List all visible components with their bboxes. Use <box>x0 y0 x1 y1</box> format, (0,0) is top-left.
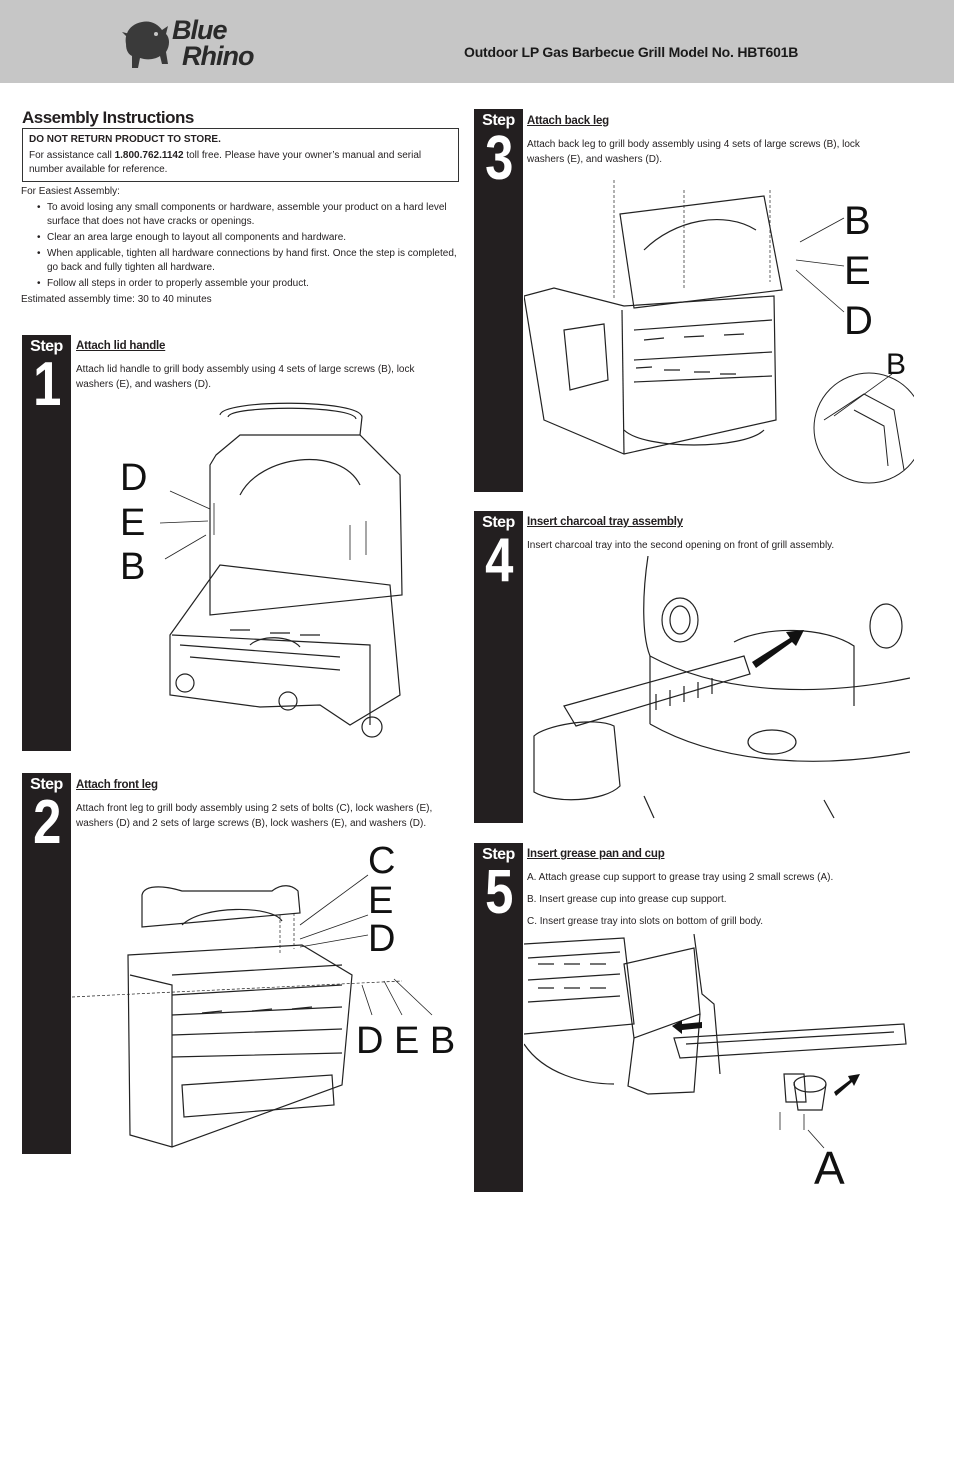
step-label: Step <box>482 514 515 531</box>
cup-arrow-icon <box>834 1074 860 1096</box>
step-3-text: Attach back leg to grill body assembly u… <box>527 139 860 165</box>
step-5-bar: Step 5 <box>474 843 523 1192</box>
slide-arrow-icon <box>672 1020 702 1034</box>
label-b: B <box>844 199 871 243</box>
label-d: D <box>368 918 395 960</box>
notice-text-pre: For assistance call <box>29 150 115 161</box>
rhino-icon <box>122 21 169 68</box>
label-c: C <box>368 840 395 882</box>
step-2-title: Attach front leg <box>76 779 158 791</box>
notice-heading: DO NOT RETURN PRODUCT TO STORE. <box>29 134 221 145</box>
step-3-illustration: B E D B <box>524 170 914 492</box>
label-d: D <box>844 299 873 343</box>
step-3-bar: Step 3 <box>474 109 523 492</box>
logo-line1: Blue <box>172 15 228 45</box>
step-2-text: Attach front leg to grill body assembly … <box>76 803 433 829</box>
step-2-illustration: C E D D E B <box>72 835 462 1155</box>
step-1-bar: Step 1 <box>22 335 71 751</box>
phone-number: 1.800.762.1142 <box>114 150 184 161</box>
notice-box: DO NOT RETURN PRODUCT TO STORE. For assi… <box>22 128 459 182</box>
label-e: E <box>120 502 145 544</box>
step-3-title: Attach back leg <box>527 115 609 127</box>
step-label: Step <box>482 846 515 863</box>
notice-text-post: toll free. Please have your owner’s manu… <box>29 150 422 175</box>
step-1-text: Attach lid handle to grill body assembly… <box>76 364 415 390</box>
insert-arrow-icon <box>752 630 804 668</box>
list-item: Follow all steps in order to properly as… <box>37 277 461 291</box>
step-5-text: A. Attach grease cup support to grease t… <box>527 870 907 936</box>
document-title: Outdoor LP Gas Barbecue Grill Model No. … <box>464 44 799 60</box>
label-e: E <box>368 880 393 922</box>
list-item: When applicable, tighten all hardware co… <box>37 247 461 275</box>
step-4-illustration <box>524 556 910 820</box>
page-header: Blue Rhino Outdoor LP Gas Barbecue Grill… <box>0 0 954 83</box>
detail-callout <box>813 372 914 484</box>
step-1-title: Attach lid handle <box>76 340 166 352</box>
step-5-title: Insert grease pan and cup <box>527 848 665 860</box>
step-number: 2 <box>33 788 61 857</box>
label-deb: D E B <box>356 1020 455 1062</box>
step-5-line-c: C. Insert grease tray into slots on bott… <box>527 916 764 927</box>
step-1-illustration: D E B <box>110 395 420 750</box>
step-4-bar: Step 4 <box>474 511 523 823</box>
label-b: B <box>120 546 145 588</box>
logo-line2: Rhino <box>182 41 254 71</box>
assembly-time: Estimated assembly time: 30 to 40 minute… <box>21 294 212 305</box>
label-a: A <box>814 1142 845 1192</box>
tips-list: To avoid losing any small components or … <box>37 201 461 291</box>
step-number: 4 <box>485 526 513 595</box>
list-item: Clear an area large enough to layout all… <box>37 231 461 245</box>
step-number: 3 <box>485 124 513 193</box>
step-5-line-b: B. Insert grease cup into grease cup sup… <box>527 894 727 905</box>
step-4-text: Insert charcoal tray into the second ope… <box>527 540 835 551</box>
step-number: 1 <box>33 350 61 419</box>
label-b-detail: B <box>886 348 906 381</box>
easiest-assembly: For Easiest Assembly: To avoid losing an… <box>21 185 461 307</box>
blue-rhino-logo: Blue Rhino <box>120 14 280 78</box>
label-e: E <box>844 249 871 293</box>
list-item: To avoid losing any small components or … <box>37 201 461 229</box>
step-label: Step <box>482 112 515 129</box>
step-2-bar: Step 2 <box>22 773 71 1154</box>
step-5-illustration: A <box>524 934 910 1192</box>
easiest-heading: For Easiest Assembly: <box>21 186 120 197</box>
step-number: 5 <box>485 858 513 927</box>
step-label: Step <box>30 776 63 793</box>
step-5-line-a: A. Attach grease cup support to grease t… <box>527 872 834 883</box>
section-title: Assembly Instructions <box>22 108 194 127</box>
label-d: D <box>120 457 147 499</box>
step-label: Step <box>30 338 63 355</box>
step-4-title: Insert charcoal tray assembly <box>527 516 683 528</box>
